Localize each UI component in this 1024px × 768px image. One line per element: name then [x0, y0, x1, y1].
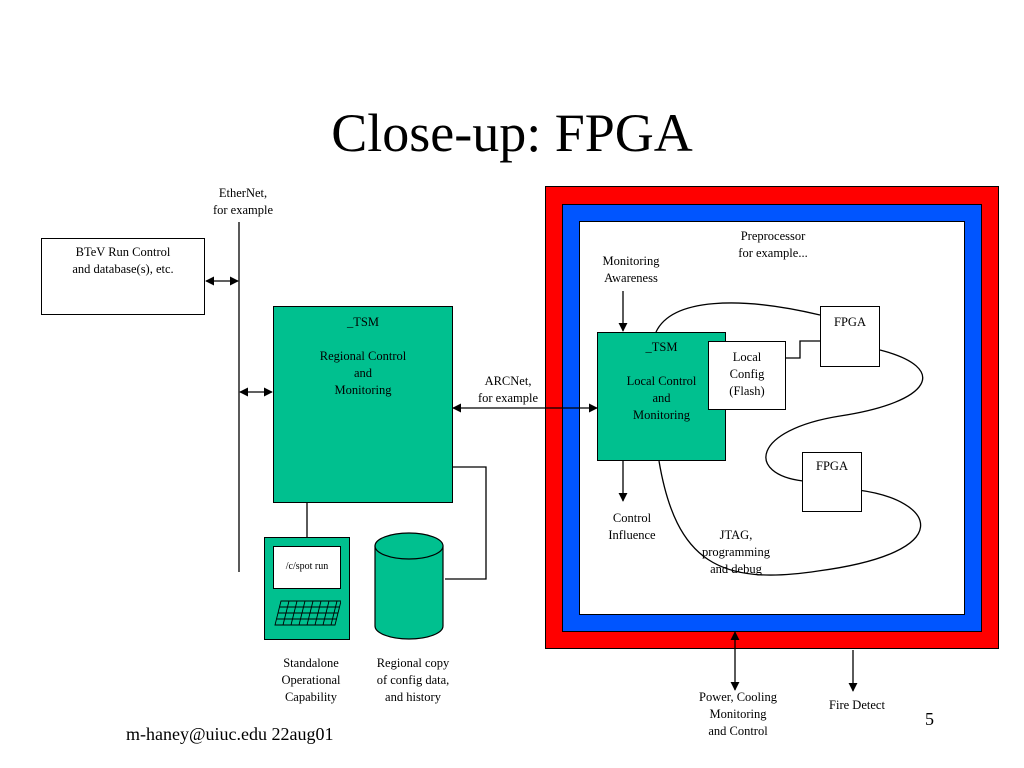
ethernet-label: EtherNet, for example	[212, 186, 274, 217]
fpga-box-bottom: FPGA	[802, 452, 862, 512]
tsm-storage-line	[445, 466, 487, 580]
footer-author-date: m-haney@uiuc.edu 22aug01	[126, 724, 334, 744]
tsm-regional-label: _TSM Regional Control and Monitoring	[319, 315, 407, 397]
jtag-label: JTAG, programming and debug	[701, 528, 771, 576]
jtag-curve-top	[655, 302, 821, 333]
standalone-terminal: /c/spot run	[264, 537, 350, 640]
standalone-label: Standalone Operational Capability	[281, 656, 341, 704]
terminal-screen-text: /c/spot run	[285, 561, 329, 572]
power-cooling-label: Power, Cooling Monitoring and Control	[699, 690, 777, 738]
page-number: 5	[925, 709, 934, 729]
fpga-bottom-label: FPGA	[816, 459, 848, 473]
tsm-local-label: _TSM Local Control and Monitoring	[626, 340, 697, 422]
btev-run-control-label: BTeV Run Control and database(s), etc.	[72, 245, 174, 276]
local-config-box: Local Config (Flash)	[708, 341, 786, 410]
local-config-label: Local Config (Flash)	[729, 350, 765, 398]
slide-title: Close-up: FPGA	[331, 103, 693, 163]
fire-detect-label: Fire Detect	[829, 698, 885, 712]
tsm-regional-control-box: _TSM Regional Control and Monitoring	[273, 306, 453, 503]
fpga-top-label: FPGA	[834, 315, 866, 329]
keyboard-grid	[274, 600, 341, 626]
arcnet-label: ARCNet, for example	[477, 374, 539, 405]
monitoring-awareness-label: Monitoring Awareness	[602, 254, 660, 285]
jtag-curve-middle	[765, 349, 924, 482]
regional-copy-label: Regional copy of config data, and histor…	[376, 656, 450, 704]
jtag-curve-bottom	[658, 460, 922, 576]
terminal-screen: /c/spot run	[273, 546, 341, 589]
tsm-local-control-box: _TSM Local Control and Monitoring	[597, 332, 726, 461]
fpga-box-top: FPGA	[820, 306, 880, 367]
preprocessor-label: Preprocessor for example...	[738, 229, 808, 260]
btev-run-control-box: BTeV Run Control and database(s), etc.	[41, 238, 205, 315]
config-fpga-line	[786, 340, 820, 359]
control-influence-label: Control Influence	[608, 511, 656, 542]
